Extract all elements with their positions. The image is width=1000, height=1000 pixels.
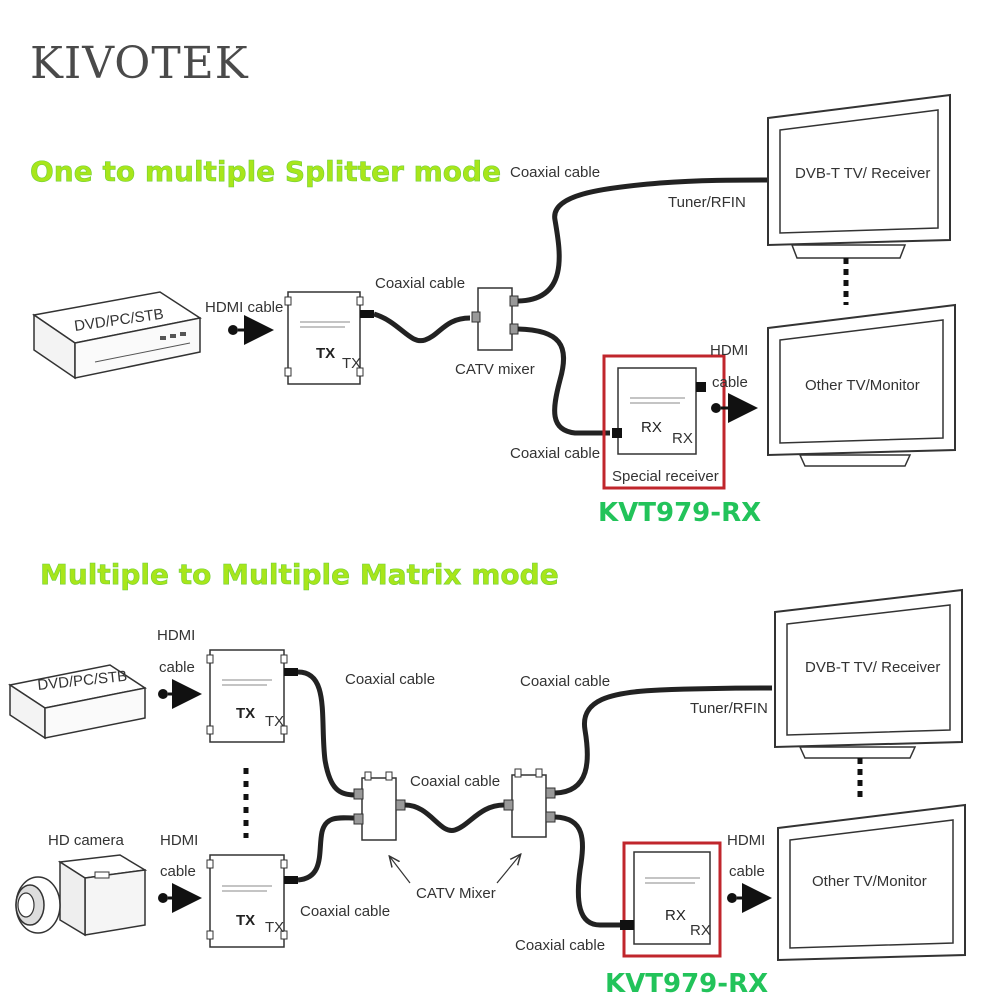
hdmi-out-label-2a: HDMI bbox=[727, 832, 765, 849]
rx-label-2: RX bbox=[665, 907, 686, 924]
tv-dvbt-receiver-2 bbox=[774, 588, 963, 759]
coaxial-cable-label-mid: Coaxial cable bbox=[410, 773, 500, 790]
catv-mixer-label-2: CATV Mixer bbox=[416, 885, 496, 902]
tuner-label: Tuner/RFIN bbox=[668, 194, 746, 211]
tv-top-label: DVB-T TV/ Receiver bbox=[795, 165, 930, 182]
coax-cable-tx1-mixer bbox=[297, 669, 356, 798]
tx-badge: TX bbox=[342, 355, 361, 372]
hdmi2-label-2: cable bbox=[160, 863, 196, 880]
tx-label: TX bbox=[316, 345, 335, 362]
tx2-label: TX bbox=[236, 912, 255, 929]
coaxial-cable-label-1: Coaxial cable bbox=[345, 671, 435, 688]
brand-logo: KIVOTEK bbox=[30, 38, 249, 89]
source-device-dvd-2 bbox=[8, 664, 147, 740]
rx-highlight-2 bbox=[622, 841, 722, 958]
coaxial-cable-label-top-2: Coaxial cable bbox=[520, 673, 610, 690]
tv-top-label-2: DVB-T TV/ Receiver bbox=[805, 659, 940, 676]
coax-cable-mixer-mixer bbox=[404, 802, 505, 833]
rx-receiver bbox=[612, 367, 706, 455]
coax-cable-to-tv bbox=[517, 177, 771, 304]
section1-title: One to multiple Splitter mode bbox=[30, 155, 501, 188]
tv-dvbt-receiver bbox=[767, 93, 951, 259]
tv-bottom-label-2: Other TV/Monitor bbox=[812, 873, 927, 890]
rx-receiver-2 bbox=[620, 851, 711, 945]
catv-mixer bbox=[471, 287, 519, 351]
tv-bottom-label: Other TV/Monitor bbox=[805, 377, 920, 394]
coaxial-cable-label-tx: Coaxial cable bbox=[375, 275, 465, 292]
coaxial-cable-label-rx: Coaxial cable bbox=[510, 445, 600, 462]
catv-mixer-1 bbox=[353, 771, 406, 841]
coax-cable-to-rx bbox=[517, 326, 610, 436]
hdmi2-label-1: HDMI bbox=[160, 832, 198, 849]
coaxial-cable-label-rx-2: Coaxial cable bbox=[515, 937, 605, 954]
mixer-pointer-2 bbox=[496, 855, 520, 884]
tx-transmitter-1 bbox=[206, 649, 298, 743]
hdmi-cable-label: HDMI cable bbox=[205, 299, 283, 316]
rx-highlight bbox=[602, 354, 726, 490]
coax-cable-to-rx-2 bbox=[554, 814, 620, 928]
coaxial-cable-label-top: Coaxial cable bbox=[510, 164, 600, 181]
hdmi1-label-2: cable bbox=[159, 659, 195, 676]
coax-cable-to-tv-2 bbox=[554, 685, 773, 796]
hdmi-out-label-2b: cable bbox=[729, 863, 765, 880]
hdmi1-label-1: HDMI bbox=[157, 627, 195, 644]
tv-other-monitor-2 bbox=[777, 803, 966, 962]
camera-label: HD camera bbox=[48, 832, 125, 849]
tx-transmitter-2 bbox=[206, 854, 298, 948]
cable-end-dot bbox=[727, 893, 737, 903]
hdmi-out-label-1: HDMI bbox=[710, 342, 748, 359]
model-label-1: KVT979-RX bbox=[598, 498, 761, 528]
tx1-label: TX bbox=[236, 705, 255, 722]
tuner-label-2: Tuner/RFIN bbox=[690, 700, 768, 717]
coaxial-cable-label-2: Coaxial cable bbox=[300, 903, 390, 920]
cable-end-dot bbox=[158, 689, 168, 699]
cable-end-dot bbox=[228, 325, 238, 335]
coax-cable-tx2-mixer bbox=[297, 815, 356, 883]
rx-badge-2: RX bbox=[690, 922, 711, 939]
cable-end-dot bbox=[711, 403, 721, 413]
rx-badge: RX bbox=[672, 430, 693, 447]
special-receiver-label: Special receiver bbox=[612, 468, 719, 485]
source-device-dvd bbox=[32, 291, 202, 380]
tx-transmitter bbox=[284, 291, 374, 385]
hd-camera bbox=[15, 854, 148, 937]
catv-mixer-2 bbox=[503, 768, 556, 838]
mixer-pointer-1 bbox=[390, 857, 411, 884]
catv-mixer-label: CATV mixer bbox=[455, 361, 535, 378]
tx1-badge: TX bbox=[265, 713, 284, 730]
tx2-badge: TX bbox=[265, 919, 284, 936]
rx-label: RX bbox=[641, 419, 662, 436]
hdmi-out-label-2: cable bbox=[712, 374, 748, 391]
cable-end-dot bbox=[158, 893, 168, 903]
model-label-2: KVT979-RX bbox=[605, 969, 768, 999]
coax-cable-tx-mixer bbox=[373, 311, 471, 344]
tv-other-monitor bbox=[767, 303, 956, 467]
section2-title: Multiple to Multiple Matrix mode bbox=[40, 558, 559, 591]
